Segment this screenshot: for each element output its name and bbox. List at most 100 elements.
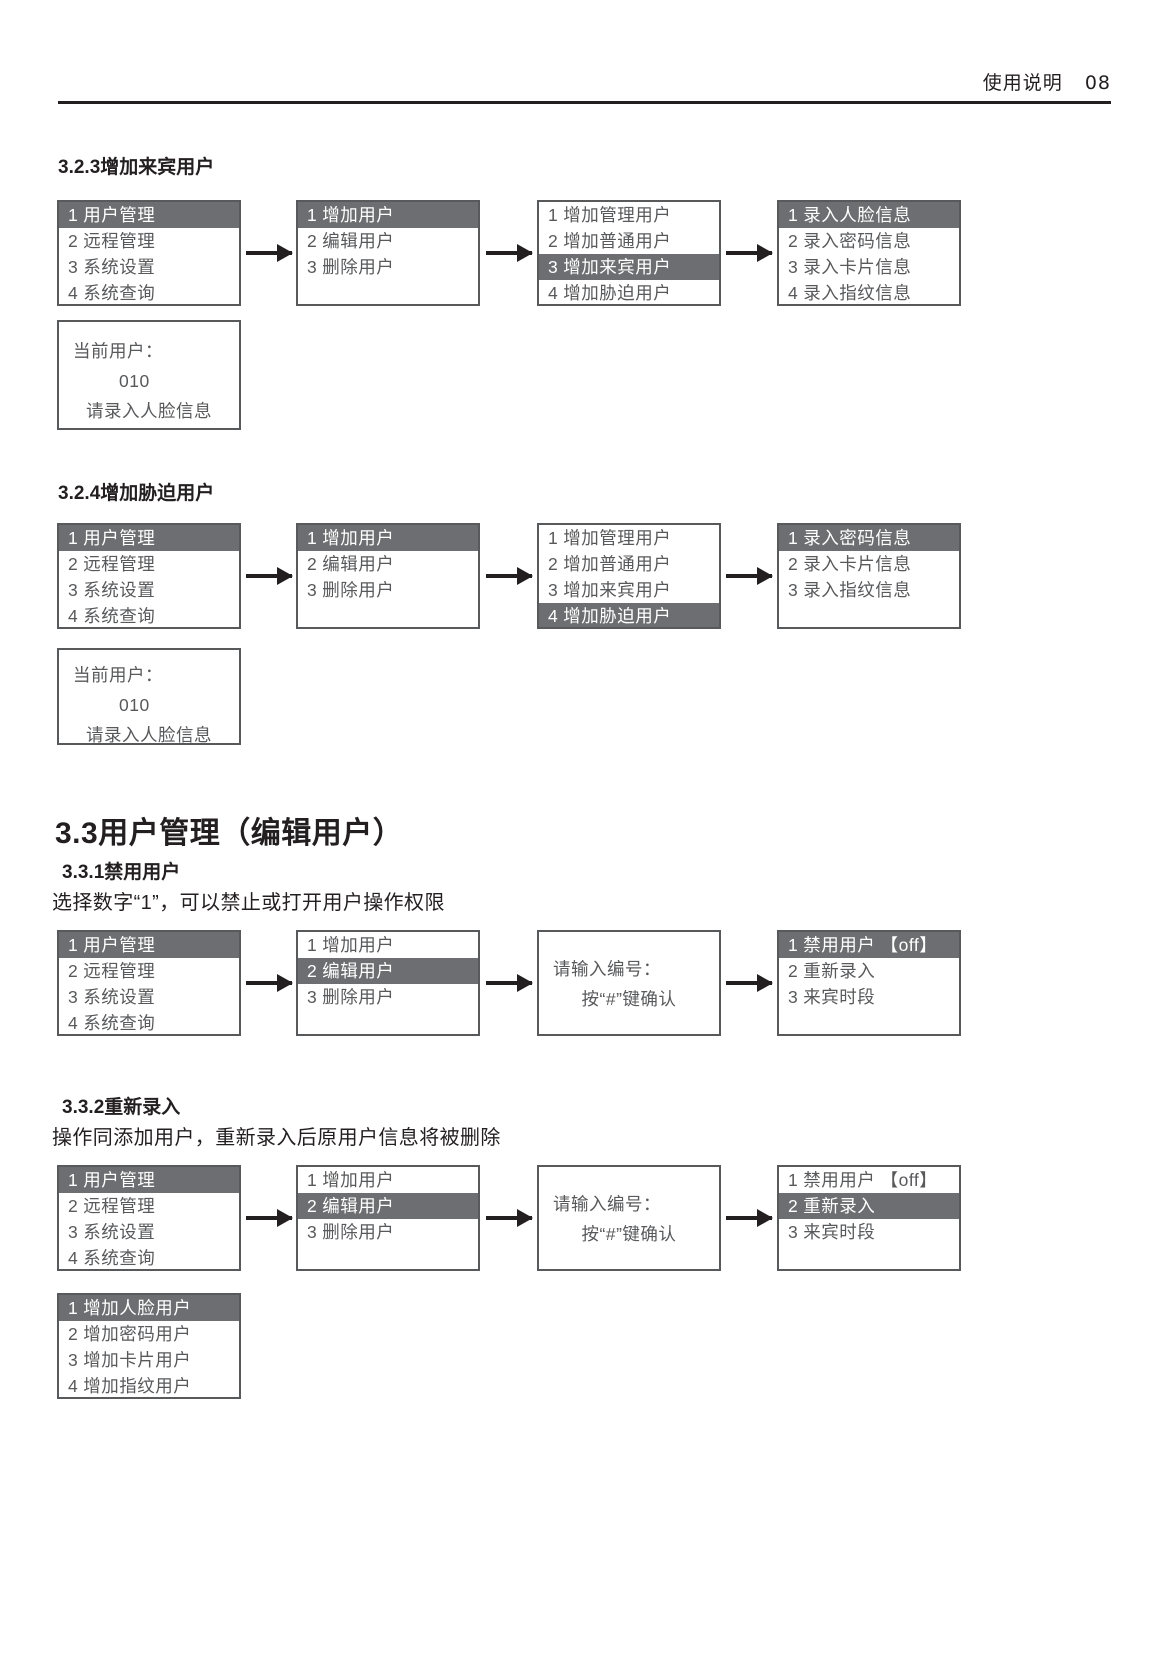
menu-row-number: 2 — [788, 231, 799, 251]
flow3-prompt-line2: 按“#”键确认 — [581, 989, 677, 1009]
heading-3-3-1: 3.3.1禁用用户 — [62, 862, 181, 883]
flow1-arrow-2 — [486, 244, 533, 262]
menu-row-number: 4 — [68, 1013, 79, 1033]
menu-row-label: 增加指纹用户 — [83, 1376, 192, 1396]
flow3-arrow-1 — [246, 974, 293, 992]
menu-row-label: 增加人脸用户 — [83, 1298, 192, 1318]
body-3-3-2: 操作同添加用户，重新录入后原用户信息将被删除 — [52, 1127, 501, 1149]
menu-row-number: 1 — [788, 205, 799, 225]
flow2-arrow-2 — [486, 567, 533, 585]
header-title: 使用说明 — [982, 73, 1063, 94]
menu-row-number: 3 — [68, 1350, 79, 1370]
menu-row-label: 录入密码信息 — [803, 528, 912, 548]
menu-row-number: 2 — [307, 961, 318, 981]
menu-row-number: 2 — [68, 231, 79, 251]
menu-row-label: 增加胁迫用户 — [563, 606, 672, 626]
menu-row-number: 2 — [548, 554, 559, 574]
menu-row-number: 3 — [307, 1222, 318, 1242]
menu-row-label: 用户管理 — [83, 1170, 156, 1190]
flow2-prompt-line3: 请录入人脸信息 — [86, 725, 212, 745]
menu-row-number: 3 — [68, 987, 79, 1007]
menu-row-label: 录入卡片信息 — [803, 554, 912, 574]
menu-row-label: 系统设置 — [83, 580, 156, 600]
menu-row-label: 用户管理 — [83, 935, 156, 955]
menu-row-number: 1 — [68, 528, 79, 548]
flow1-prompt-line2: 010 — [119, 371, 150, 391]
menu-row-label: 编辑用户 — [322, 231, 395, 251]
flow1-arrow-3 — [726, 244, 773, 262]
flow3-prompt-line1: 请输入编号： — [553, 959, 661, 979]
heading-3-2-3: 3.2.3增加来宾用户 — [58, 157, 215, 178]
menu-row-number: 2 — [548, 231, 559, 251]
body-3-3-1: 选择数字“1”，可以禁止或打开用户操作权限 — [52, 892, 445, 914]
menu-row-number: 3 — [548, 257, 559, 277]
menu-row-number: 3 — [548, 580, 559, 600]
flow2-prompt-line1: 当前用户： — [73, 665, 163, 685]
flow4-arrow-1 — [246, 1209, 293, 1227]
menu-row-label: 系统查询 — [83, 1248, 156, 1268]
menu-row-number: 2 — [788, 1196, 799, 1216]
menu-row-label: 删除用户 — [322, 257, 395, 277]
flow4-prompt-line1: 请输入编号： — [553, 1194, 661, 1214]
menu-row-label: 增加来宾用户 — [563, 580, 672, 600]
